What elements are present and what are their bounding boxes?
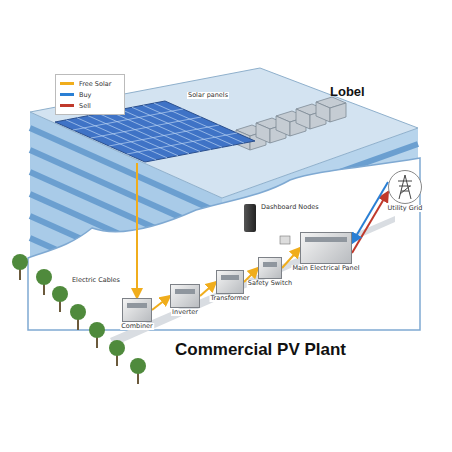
legend-swatch <box>60 93 74 96</box>
legend-swatch <box>60 104 74 107</box>
web-device <box>280 236 290 244</box>
node-label: Utility Grid <box>387 205 424 212</box>
node-label: Dashboard Nodes <box>260 204 320 211</box>
caption: Commercial PV Plant <box>175 340 346 360</box>
equip-node: Main Electrical Panel <box>300 232 352 264</box>
brand-label: Lobel <box>330 84 365 99</box>
flow-arrow <box>352 192 388 253</box>
equip-node: Transformer <box>216 270 244 294</box>
node-label: Transformer <box>209 295 250 302</box>
equipment-face <box>305 237 347 242</box>
legend-row: Sell <box>60 100 120 111</box>
node-label: Inverter <box>171 309 199 316</box>
equip-node: Inverter <box>170 284 200 308</box>
flow-arrow <box>136 163 138 298</box>
flow-arrow <box>152 296 170 310</box>
node-label: Combiner <box>120 323 154 330</box>
equipment-face <box>221 275 239 280</box>
node-label: Safety Switch <box>247 280 293 287</box>
node-label: Solar panels <box>187 92 229 99</box>
equip-node: Safety Switch <box>258 257 282 279</box>
equipment-face <box>127 303 147 308</box>
legend-box: Free SolarBuySell <box>55 74 125 115</box>
legend-row: Free Solar <box>60 78 120 89</box>
flow-arrow <box>352 182 388 243</box>
equipment-face <box>175 289 195 294</box>
legend-swatch <box>60 82 74 85</box>
roof-units <box>236 97 346 150</box>
pylon-symbol <box>388 170 422 204</box>
kiosk-node: Dashboard Nodes <box>244 204 256 232</box>
equip-node: Combiner <box>122 298 152 322</box>
roof <box>30 68 418 198</box>
legend-row: Buy <box>60 89 120 100</box>
node-label: Main Electrical Panel <box>291 265 360 272</box>
equipment-face <box>263 262 277 267</box>
grid-node: Utility Grid <box>388 170 422 204</box>
legend-text: Sell <box>79 102 91 110</box>
legend-text: Buy <box>79 91 91 99</box>
cable-label: Electric Cables <box>72 276 120 284</box>
legend-text: Free Solar <box>79 80 111 88</box>
flow-arrow <box>200 282 216 296</box>
floor-slab <box>110 216 395 346</box>
